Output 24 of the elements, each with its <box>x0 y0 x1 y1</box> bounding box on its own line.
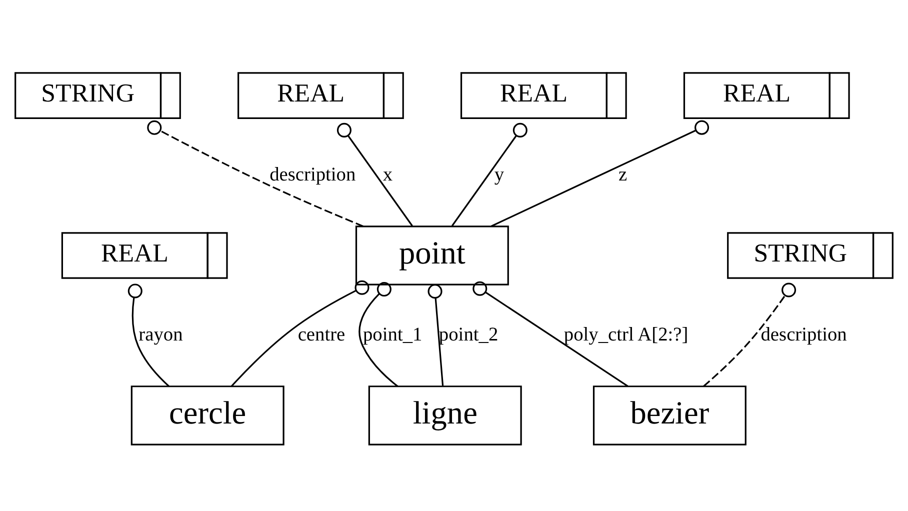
edge-label: rayon <box>138 324 183 346</box>
connector <box>428 284 444 386</box>
connector <box>472 281 628 387</box>
connector <box>147 120 364 228</box>
edge-label: z <box>618 164 628 186</box>
edge-label: point_1 <box>362 324 422 346</box>
connector <box>128 284 170 387</box>
node-box: ligne <box>368 386 522 446</box>
edge-label: point_2 <box>438 324 498 346</box>
edge-label: x <box>382 164 393 186</box>
connector <box>703 282 796 387</box>
node-box: bezier <box>592 386 746 446</box>
node-box: cercle <box>130 386 284 446</box>
edge-label: description <box>270 164 356 186</box>
edge-label: centre <box>298 324 346 346</box>
edge-label: y <box>494 164 504 186</box>
connector <box>336 122 413 226</box>
connector <box>358 282 398 387</box>
connector <box>490 120 710 227</box>
connector <box>451 122 528 226</box>
node-box: point <box>355 226 509 286</box>
connector <box>230 280 370 387</box>
edge-label: poly_ctrl A[2:?] <box>564 324 688 346</box>
edge-label: description <box>760 324 847 346</box>
